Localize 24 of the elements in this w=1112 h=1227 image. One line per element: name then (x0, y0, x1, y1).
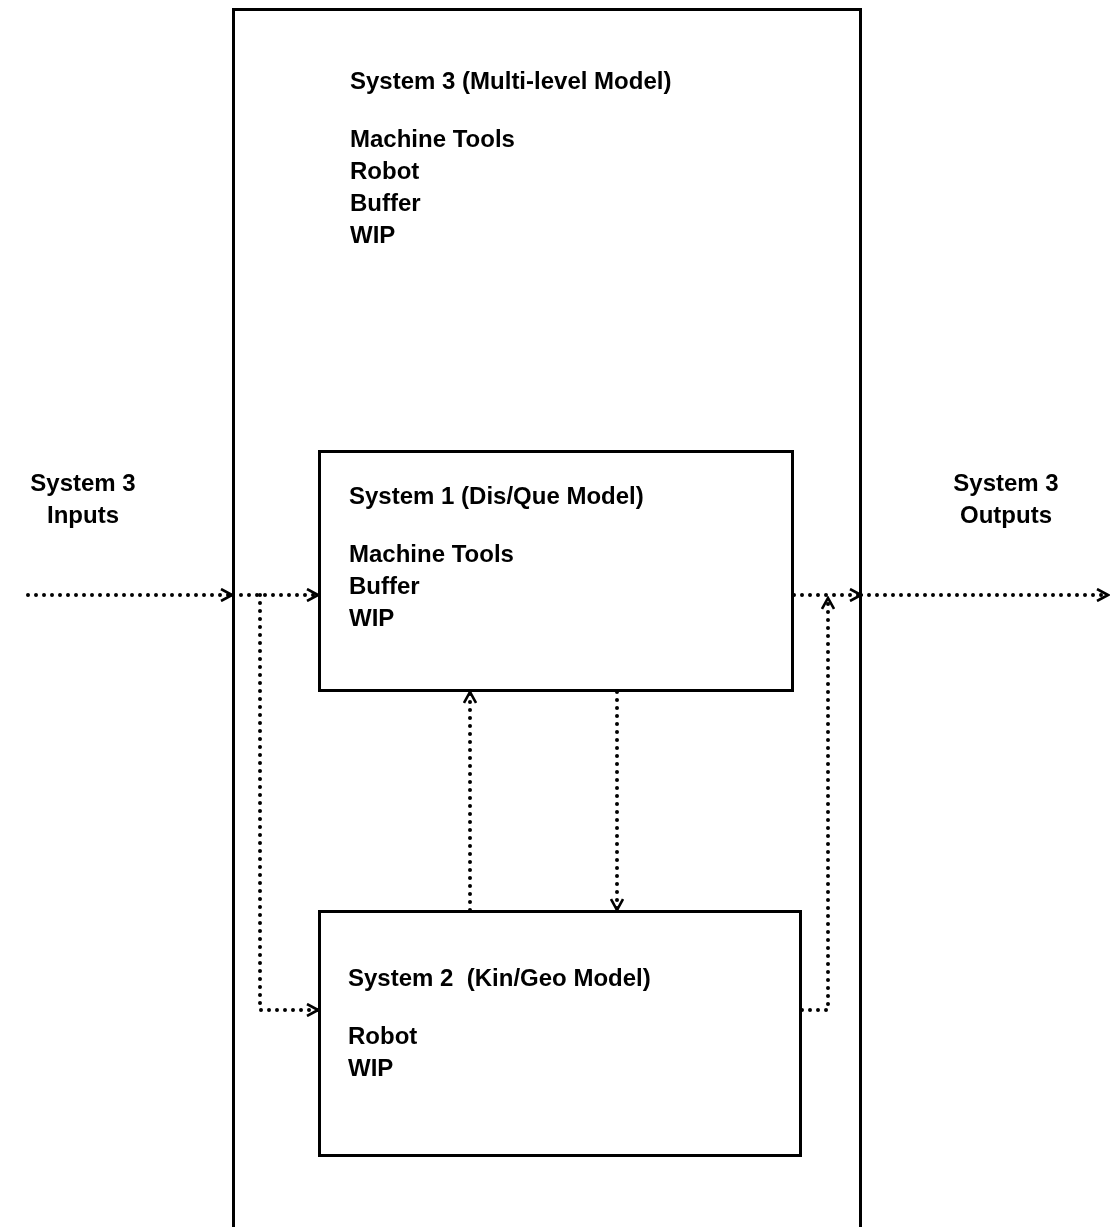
component-list: Buffer (350, 187, 859, 219)
model-box (318, 910, 802, 1157)
box-title: System 2 (Kin/Geo Model) (348, 963, 652, 993)
dotted-arrow (800, 596, 836, 1012)
dotted-arrow (26, 587, 234, 603)
component-list: Machine Tools (350, 123, 859, 155)
component-list: WIP (348, 1052, 799, 1084)
model-box (232, 8, 862, 1227)
component-list: Buffer (349, 570, 791, 602)
box-title: System 1 (Dis/Que Model) (349, 481, 645, 511)
dotted-arrow (859, 587, 1110, 603)
component-list: WIP (349, 602, 791, 634)
dotted-arrow (462, 690, 478, 912)
box-title: System 3 (Multi-level Model) (350, 66, 673, 96)
side-label: System 3 Outputs (952, 468, 1060, 530)
dotted-arrow (258, 593, 320, 1018)
component-list: Robot (350, 155, 859, 187)
dotted-arrow (231, 587, 320, 603)
component-list: Robot (348, 1020, 799, 1052)
dotted-arrow (609, 690, 625, 912)
component-list: WIP (350, 219, 859, 251)
model-box (318, 450, 794, 692)
side-label: System 3 Inputs (29, 468, 137, 530)
component-list: Machine Tools (349, 538, 791, 570)
